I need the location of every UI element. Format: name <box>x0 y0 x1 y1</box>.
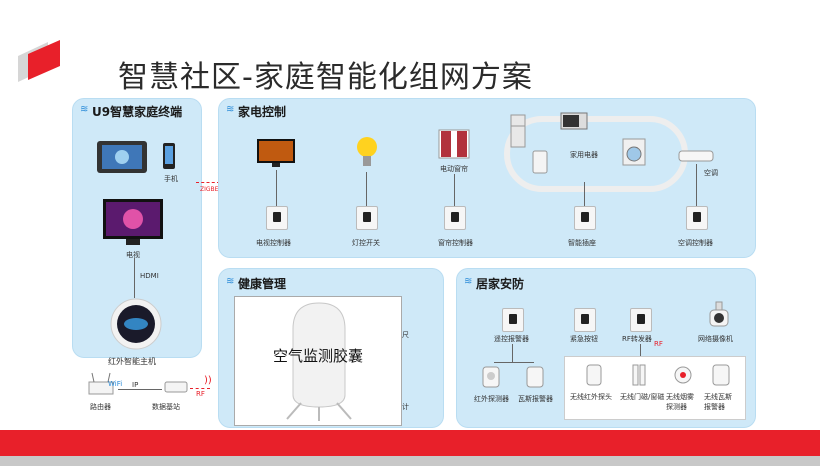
ac-label: 空调 <box>704 169 718 177</box>
curtain-ctrl-connector <box>454 174 455 206</box>
air-monitor-popup-title: 空气监测胶囊 <box>272 347 363 365</box>
gas-alarm-icon <box>526 366 544 388</box>
washer-icon <box>622 138 646 166</box>
ir-detector-icon <box>482 366 500 388</box>
rf-converter-label: RF转发器 <box>622 335 652 343</box>
emergency-button-label: 紧急按钮 <box>570 335 598 343</box>
air-monitor-popup: 空气监测胶囊 <box>234 296 402 426</box>
light-switch-connector <box>366 172 367 206</box>
air-capsule-icon <box>286 302 352 421</box>
security-panel-title: 居家安防 <box>476 277 525 291</box>
relay-station-icon <box>164 381 188 393</box>
rf-label: RF <box>196 390 205 398</box>
wifi-icon: ≋ <box>226 104 235 115</box>
wireless-ir-icon <box>586 364 602 386</box>
camera-icon <box>709 301 729 327</box>
rf-converter-device <box>630 308 652 332</box>
ir-detector-label: 红外探测器 <box>474 395 509 403</box>
curtain-label: 电动窗帘 <box>440 165 468 173</box>
tablet-icon <box>97 141 147 173</box>
smoke-detector-icon <box>674 366 692 384</box>
appliance-panel-title: 家电控制 <box>238 105 287 119</box>
gas-alarm-label: 瓦斯报警器 <box>518 395 553 403</box>
tv-ctrl-connector <box>276 170 277 206</box>
wifi-label: WiFi <box>108 380 123 388</box>
phone-icon <box>163 143 175 169</box>
ip-link <box>118 389 162 390</box>
wifi-icon: ≋ <box>464 276 473 287</box>
light-switch-label: 灯控开关 <box>352 239 380 247</box>
appliance-tv-icon <box>257 139 295 167</box>
remote-alarm-label: 遥控报警器 <box>494 335 529 343</box>
ac-controller-switch <box>686 206 708 230</box>
wireless-ir-label: 无线红外探头 <box>570 393 612 401</box>
ip-label: IP <box>132 381 139 389</box>
rf-bus-v <box>640 344 641 358</box>
footer-red-bar <box>0 430 820 456</box>
socket-connector <box>584 182 585 206</box>
phone-label: 手机 <box>164 175 178 183</box>
footer-grey-bar <box>0 456 820 466</box>
rf-signal-icon: )) <box>204 375 212 386</box>
security-rf-label: RF <box>654 340 663 348</box>
router-label: 路由器 <box>90 403 111 411</box>
tv-controller-label: 电视控制器 <box>256 239 291 247</box>
security-bus-v <box>512 344 513 362</box>
tv-label: 电视 <box>126 251 140 259</box>
ac-controller-label: 空调控制器 <box>678 239 713 247</box>
health-panel-title: 健康管理 <box>238 277 287 291</box>
terminal-panel-title: U9智慧家庭终端 <box>92 105 183 119</box>
hdmi-connector <box>134 258 135 298</box>
curtain-controller-switch <box>444 206 466 230</box>
wireless-door-icon <box>632 364 646 386</box>
health-side-label-a: 尺 <box>402 331 409 339</box>
hdmi-label: HDMI <box>140 272 159 280</box>
hub-label: 家用电器 <box>570 151 598 159</box>
curtain-controller-label: 窗帘控制器 <box>438 239 473 247</box>
curtain-icon <box>438 129 470 159</box>
page-title: 智慧社区-家庭智能化组网方案 <box>118 60 533 95</box>
zigbee-link <box>196 182 220 183</box>
router-icon <box>88 372 114 395</box>
logo-mark-icon <box>18 40 60 82</box>
light-bulb-icon <box>357 137 377 166</box>
tv-icon <box>103 199 163 245</box>
smoke-detector-label: 无线烟雾探测器 <box>666 393 694 411</box>
fridge-icon <box>510 114 526 148</box>
smart-host-label: 红外智能主机 <box>108 357 156 366</box>
water-heater-icon <box>532 150 548 174</box>
wireless-gas-icon <box>712 364 730 386</box>
wifi-icon: ≋ <box>226 276 235 287</box>
smart-socket-label: 智能插座 <box>568 239 596 247</box>
emergency-button-device <box>574 308 596 332</box>
remote-alarm-device <box>502 308 524 332</box>
tv-controller-switch <box>266 206 288 230</box>
security-bus-h <box>494 362 534 363</box>
wireless-door-label: 无线门磁/窗磁 <box>620 393 665 401</box>
rf-link <box>190 388 210 389</box>
camera-label: 网络摄像机 <box>698 335 733 343</box>
microwave-icon <box>560 112 588 130</box>
smart-socket <box>574 206 596 230</box>
ac-icon <box>678 150 714 162</box>
ac-ctrl-connector <box>696 164 697 206</box>
wifi-icon: ≋ <box>80 104 89 115</box>
smart-host-icon <box>110 298 162 350</box>
health-side-label-b: 计 <box>402 403 409 411</box>
zigbee-label: ZIGBEE <box>200 186 223 193</box>
wireless-gas-label: 无线瓦斯报警器 <box>704 393 732 411</box>
relay-label: 数据基站 <box>152 403 180 411</box>
light-switch <box>356 206 378 230</box>
